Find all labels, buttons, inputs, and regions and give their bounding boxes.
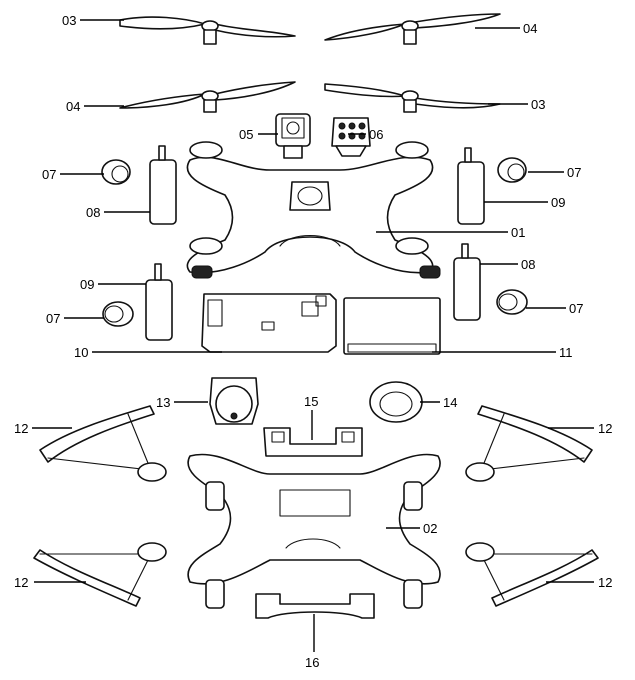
propeller-mid-right [324, 83, 501, 113]
callout-03: 03 [62, 13, 76, 28]
mount-05 [275, 113, 311, 159]
leader-lines [32, 19, 594, 652]
callout-05: 05 [239, 127, 253, 142]
callout-08: 08 [86, 205, 100, 220]
landing-bracket-16 [255, 593, 375, 619]
callout-12: 12 [14, 421, 28, 436]
callout-09: 09 [80, 277, 94, 292]
ring-07-d [496, 289, 528, 315]
prop-guard-lower-left [33, 542, 167, 607]
propeller-mid-left [119, 81, 296, 113]
callout-07: 07 [42, 167, 56, 182]
ring-07-a [101, 159, 131, 185]
prop-guard-lower-right [465, 542, 599, 607]
prop-guard-upper-right [465, 405, 593, 482]
bottom-frame [187, 453, 441, 609]
callout-16: 16 [305, 655, 319, 670]
callout-13: 13 [156, 395, 170, 410]
motor-right-upper [457, 147, 485, 225]
propeller-top-right [324, 13, 501, 45]
callout-10: 10 [74, 345, 88, 360]
motor-left-lower [145, 263, 173, 341]
motor-left-upper [149, 145, 177, 225]
callout-03: 03 [531, 97, 545, 112]
callout-08: 08 [521, 257, 535, 272]
callout-07: 07 [46, 311, 60, 326]
battery [343, 297, 441, 355]
callout-02: 02 [423, 521, 437, 536]
callout-12: 12 [14, 575, 28, 590]
callout-11: 11 [559, 345, 573, 360]
callout-12: 12 [598, 421, 612, 436]
callout-04: 04 [66, 99, 80, 114]
callout-04: 04 [523, 21, 537, 36]
circuit-board [201, 293, 337, 353]
callout-15: 15 [304, 394, 318, 409]
ring-07-c [102, 301, 134, 327]
callout-labels: 03 04 04 03 05 06 07 07 08 09 01 09 08 0… [14, 13, 612, 670]
callout-07: 07 [567, 165, 581, 180]
callout-14: 14 [443, 395, 457, 410]
mount-06 [331, 117, 371, 157]
ring-07-b [497, 157, 527, 183]
camera-13 [209, 377, 259, 425]
callout-01: 01 [511, 225, 525, 240]
clip-15 [263, 427, 363, 457]
prop-guard-upper-left [39, 405, 167, 482]
callout-12: 12 [598, 575, 612, 590]
lens-ring-14 [369, 381, 423, 423]
propeller-top-left [119, 16, 296, 45]
callout-06: 06 [369, 127, 383, 142]
top-shell [186, 141, 441, 279]
callout-07: 07 [569, 301, 583, 316]
callout-09: 09 [551, 195, 565, 210]
motor-right-lower [453, 243, 481, 321]
